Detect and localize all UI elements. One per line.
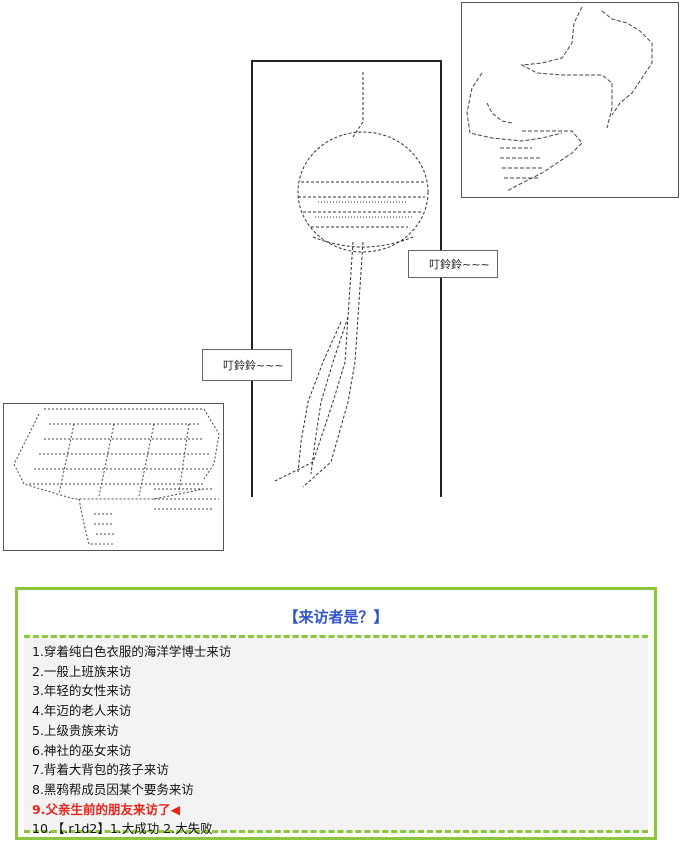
visitor-option-6: 6.神社的巫女来访 [32,742,132,758]
visitor-panel: 【来访者是？】 1.穿着纯白色衣服的海洋学博士来访 2.一般上班族来访 3.年轻… [15,587,657,840]
dice-roll-line: 10.【.r1d2】1.大成功 2.大失败 [32,821,213,837]
speech-bubble-right: 叮鈴鈴~~~ [408,250,498,278]
speech-text: 叮鈴鈴~~~ [429,258,490,271]
bell-art-frame [251,60,442,497]
figure-art [13,408,220,545]
visitor-list: 1.穿着纯白色衣服的海洋学博士来访 2.一般上班族来访 3.年轻的女性来访 4.… [24,635,648,836]
visitor-option-4: 4.年迈的老人来访 [32,703,132,719]
bell-art [272,72,429,488]
visitor-option-8: 8.黑鸦帮成员因某个要务来访 [32,781,194,797]
visitor-option-1: 1.穿着纯白色衣服的海洋学博士来访 [32,644,232,659]
visitor-option-9-selected: 9.父亲生前的朋友来访了◀ [32,801,181,817]
visitor-option-7: 7.背着大背包的孩子来访 [32,762,169,778]
speech-text: 叮鈴鈴~~~ [223,359,284,372]
hand-art [466,6,653,192]
figure-art-frame [3,403,224,551]
hand-art-frame [461,2,679,198]
speech-bubble-left: 叮鈴鈴~~~ [202,349,292,381]
panel-title: 【来访者是？】 [283,608,389,626]
visitor-option-2: 2.一般上班族来访 [32,663,132,679]
visitor-option-3: 3.年轻的女性来访 [32,683,132,699]
visitor-option-5: 5.上级贵族来访 [32,722,119,738]
